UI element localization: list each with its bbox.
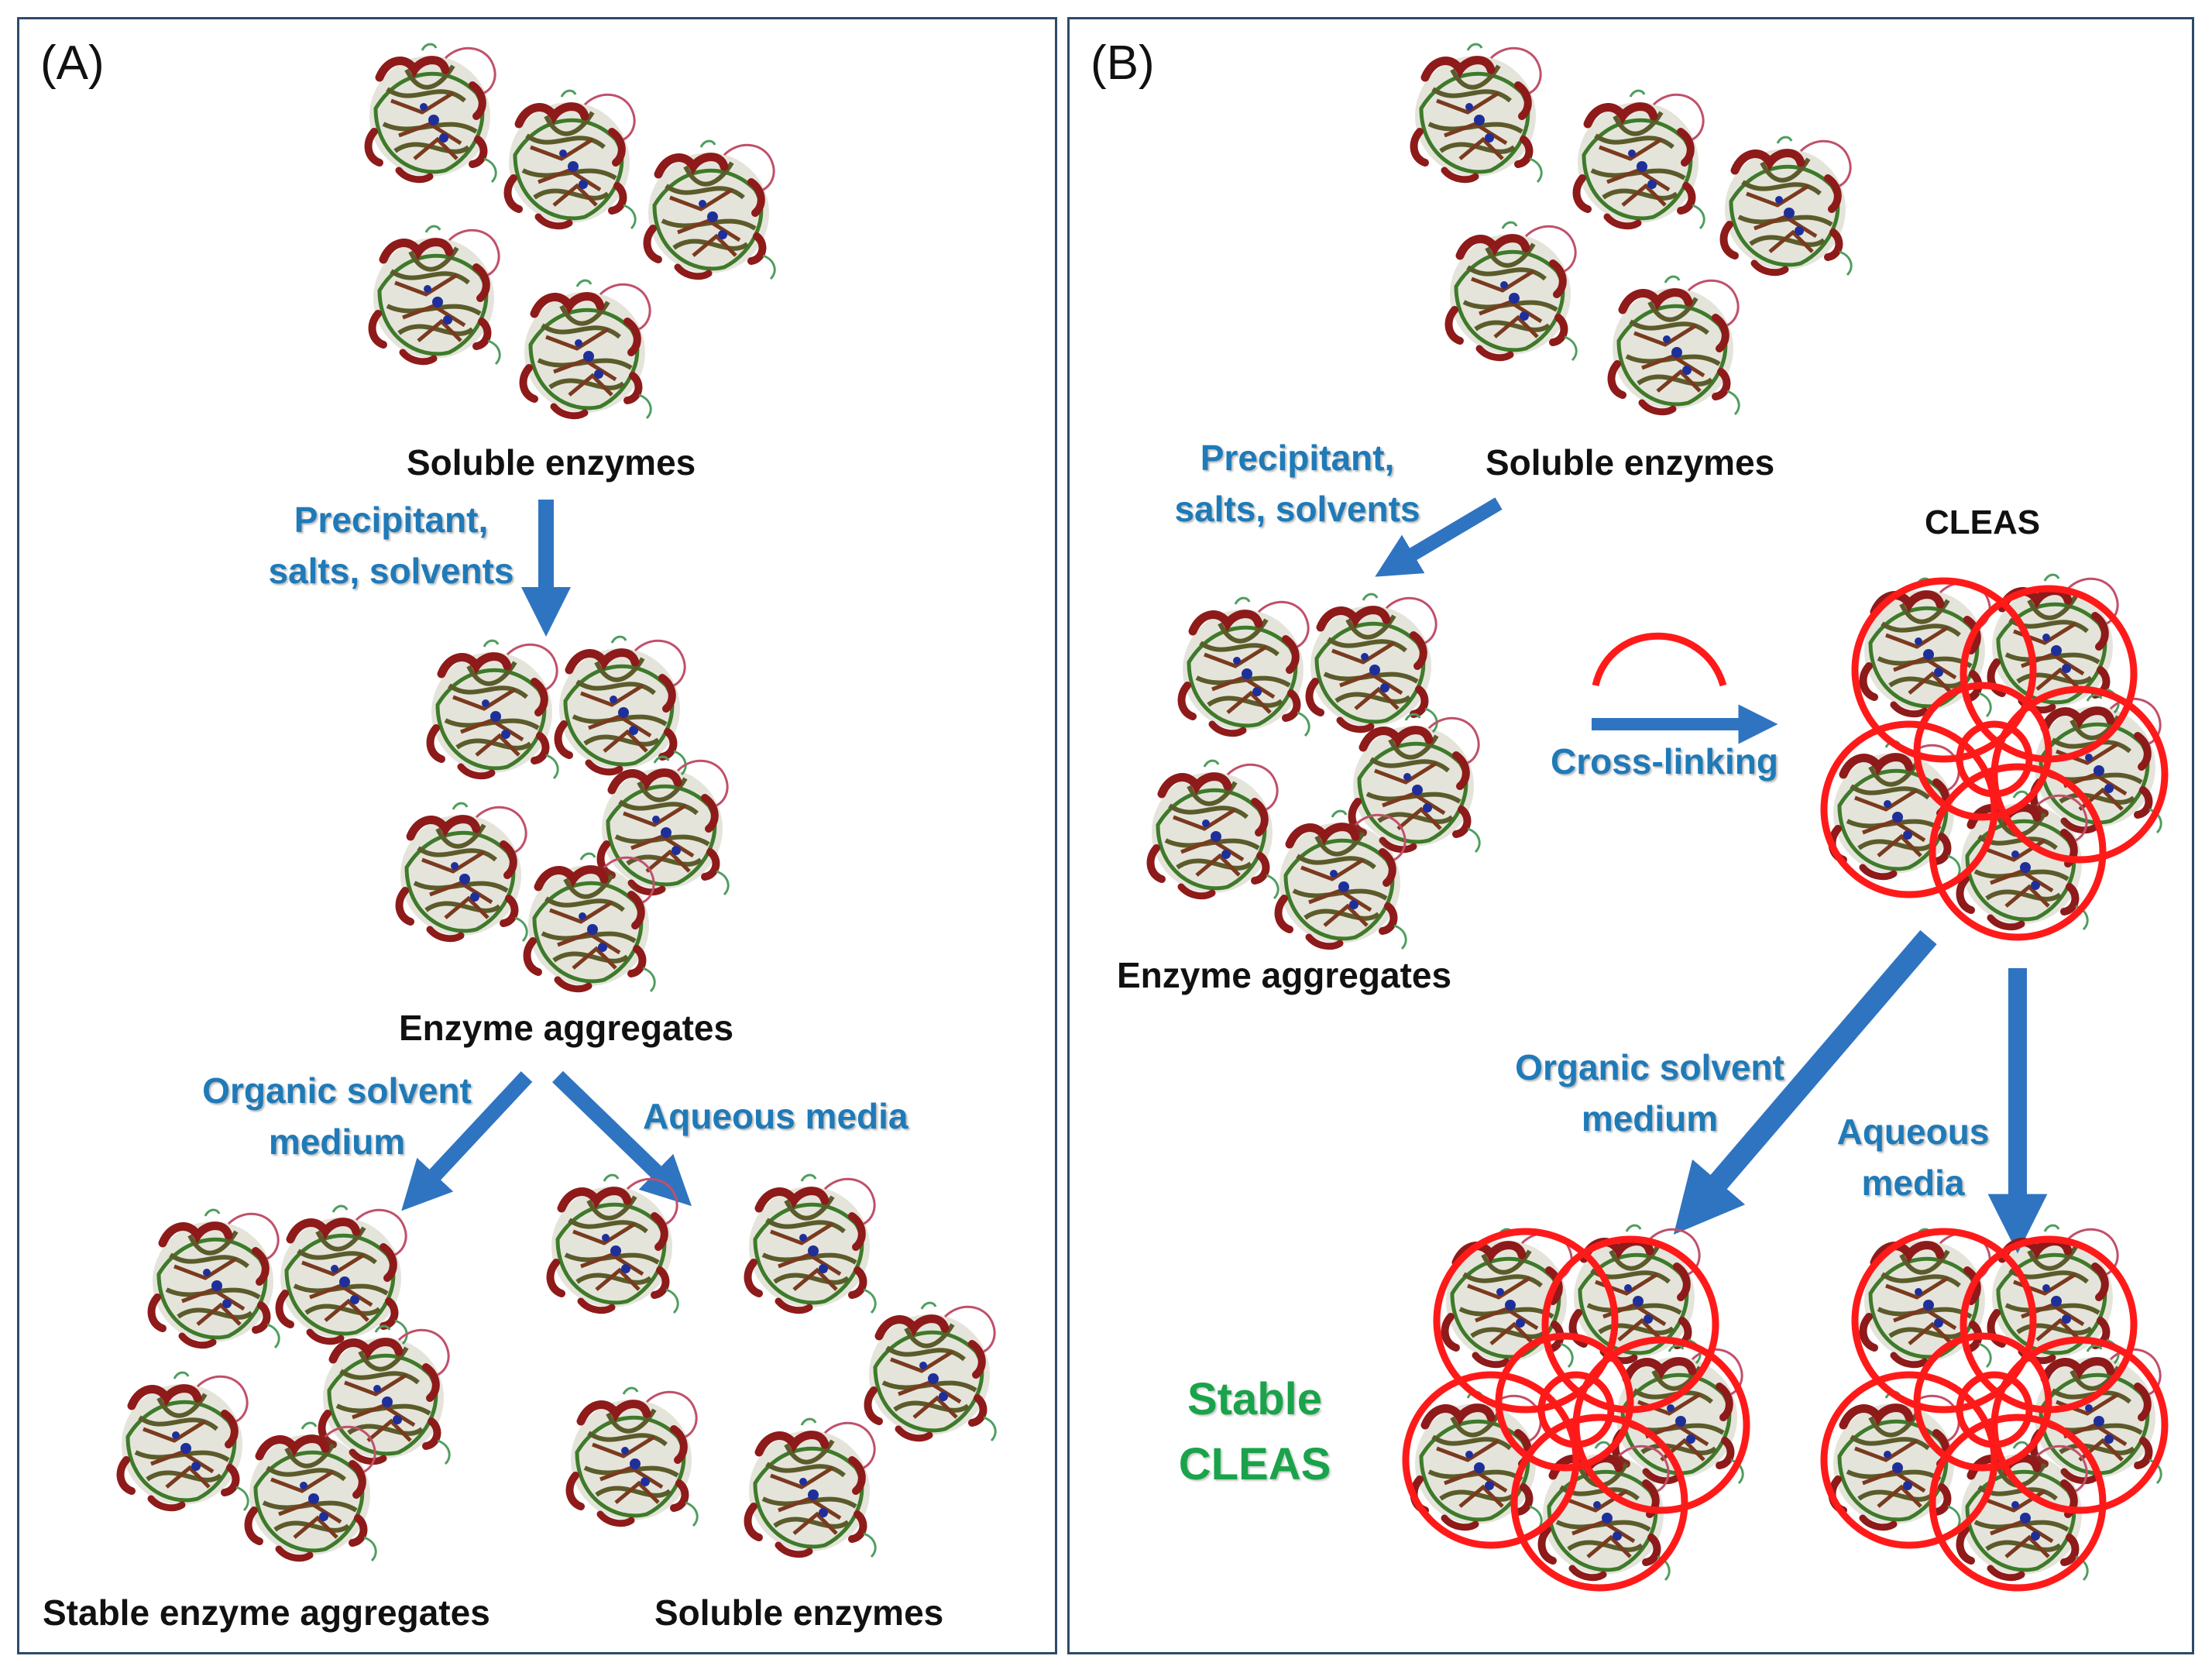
enzyme-aggregate-a (400, 637, 729, 991)
stable-cleas-line-2: CLEAS (1178, 1439, 1331, 1489)
stable-cleas-right (1824, 1225, 2165, 1588)
organic-medium-label-b: Organic solvent medium (1499, 1042, 1801, 1144)
crosslinking-label: Cross-linking (1551, 741, 1778, 782)
organic-b-line-1: Organic solvent (1515, 1047, 1784, 1087)
cleas-top (1824, 575, 2165, 937)
soluble-enzymes-top-label-a: Soluble enzymes (407, 442, 696, 483)
cleas-label: CLEAS (1925, 503, 2041, 541)
aqueous-b-line-2: media (1861, 1163, 1965, 1203)
precipitant-b-line-1: Precipitant, (1200, 438, 1395, 478)
precipitant-line-2: salts, solvents (268, 551, 514, 591)
panel-a-tag: (A) (40, 36, 105, 90)
crosslink-arc (1592, 632, 1727, 687)
stable-cleas-line-1: Stable (1187, 1374, 1323, 1424)
arrow-organic-b (1673, 929, 1937, 1235)
enzyme-aggregates-label-a: Enzyme aggregates (399, 1008, 734, 1048)
organic-line-2: medium (268, 1122, 406, 1162)
arrow-aqueous-a (552, 1070, 692, 1207)
soluble-enzymes-top-b (1414, 44, 1852, 414)
stable-cleas-label: Stable CLEAS (1146, 1367, 1363, 1497)
soluble-enzymes-bottom-label-a: Soluble enzymes (654, 1592, 944, 1633)
precipitant-label-b: Precipitant, salts, solvents (1162, 432, 1433, 534)
precipitant-b-line-2: salts, solvents (1174, 489, 1420, 529)
organic-medium-label-a: Organic solvent medium (190, 1065, 484, 1167)
organic-b-line-2: medium (1581, 1098, 1719, 1139)
enzyme-aggregates-label-b: Enzyme aggregates (1117, 955, 1452, 995)
arrow-organic-a (401, 1071, 533, 1211)
soluble-enzymes-top-a (369, 44, 775, 418)
stable-enzyme-aggregate-a (121, 1206, 450, 1561)
precipitant-line-1: Precipitant, (294, 500, 489, 540)
panel-b-tag: (B) (1091, 36, 1155, 90)
stable-cleas-left (1406, 1225, 1747, 1588)
organic-line-1: Organic solvent (202, 1070, 472, 1111)
soluble-enzymes-top-label-b: Soluble enzymes (1486, 442, 1775, 483)
soluble-enzymes-bottom-a (551, 1175, 996, 1557)
aqueous-b-line-1: Aqueous (1836, 1111, 1990, 1152)
precipitant-label-a: Precipitant, salts, solvents (256, 494, 527, 596)
stable-enzyme-aggregates-label: Stable enzyme aggregates (43, 1592, 490, 1633)
aqueous-media-label-b: Aqueous media (1820, 1106, 2006, 1208)
arrow-precipitant-b (1375, 497, 1503, 577)
aqueous-media-label-a: Aqueous media (643, 1096, 908, 1136)
enzyme-aggregate-b (1151, 594, 1480, 949)
